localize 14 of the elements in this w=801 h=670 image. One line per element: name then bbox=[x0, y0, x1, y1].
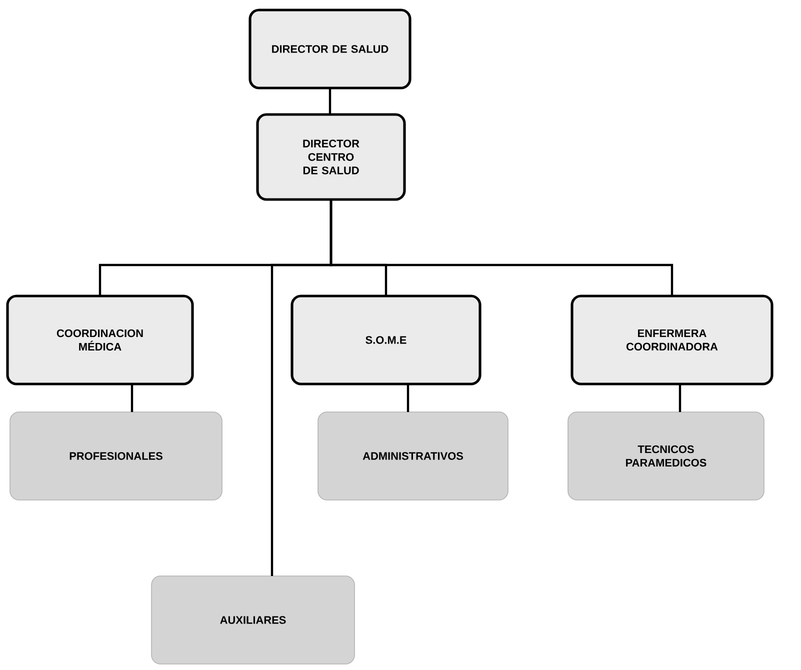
staff-box: TECNICOS PARAMEDICOS bbox=[568, 412, 764, 500]
connector-line bbox=[328, 88, 332, 114]
connector-line bbox=[270, 200, 332, 576]
connector-line bbox=[406, 384, 410, 412]
org-box: ENFERMERA COORDINADORA bbox=[570, 294, 774, 386]
connector-line bbox=[130, 384, 134, 412]
connector-line bbox=[678, 384, 682, 412]
staff-box: ADMINISTRATIVOS bbox=[318, 412, 508, 500]
staff-box: PROFESIONALES bbox=[10, 412, 222, 500]
org-box: DIRECTOR CENTRO DE SALUD bbox=[256, 113, 406, 201]
org-box: COORDINACION MÉDICA bbox=[6, 294, 194, 386]
org-box: DIRECTOR DE SALUD bbox=[248, 8, 412, 90]
staff-box: AUXILIARES bbox=[151, 576, 355, 664]
org-box: S.O.M.E bbox=[290, 294, 482, 386]
